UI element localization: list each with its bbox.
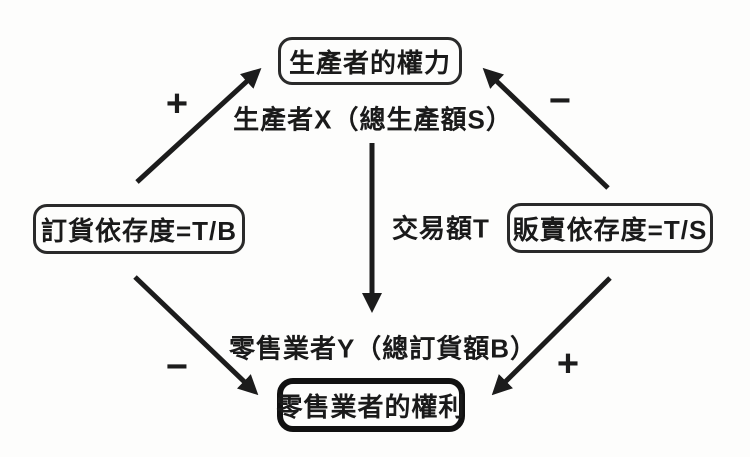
node-retailer-power-label: 零售業者的權利 (276, 391, 466, 422)
sign-minus-top-right: − (548, 80, 572, 122)
arrow-order-dependency-to-retailer-power (133, 275, 259, 396)
sign-plus-bottom-right: + (556, 343, 580, 385)
arrow-sales-dependency-to-retailer-power (491, 276, 612, 396)
sign-plus-top-left: + (165, 83, 189, 125)
label-transaction-amount: 交易額T (392, 213, 490, 244)
node-order-dependency-label: 訂貨依存度=T/B (40, 215, 238, 246)
node-retailer-power: 零售業者的權利 (277, 378, 465, 432)
sign-minus-bottom-left: − (165, 346, 189, 388)
node-sales-dependency: 販賣依存度=T/S (507, 203, 713, 253)
node-producer-power-label: 生產者的權力 (288, 47, 451, 78)
label-retailer-y: 零售業者Y（總訂貨額B） (228, 333, 538, 364)
arrow-order-dependency-to-producer-power (135, 67, 262, 184)
node-sales-dependency-label: 販賣依存度=T/S (512, 214, 708, 245)
label-producer-x: 生產者X（總生產額S） (233, 104, 513, 135)
node-producer-power: 生產者的權力 (278, 37, 462, 85)
node-order-dependency: 訂貨依存度=T/B (33, 204, 245, 254)
arrow-sales-dependency-to-producer-power (482, 67, 610, 190)
